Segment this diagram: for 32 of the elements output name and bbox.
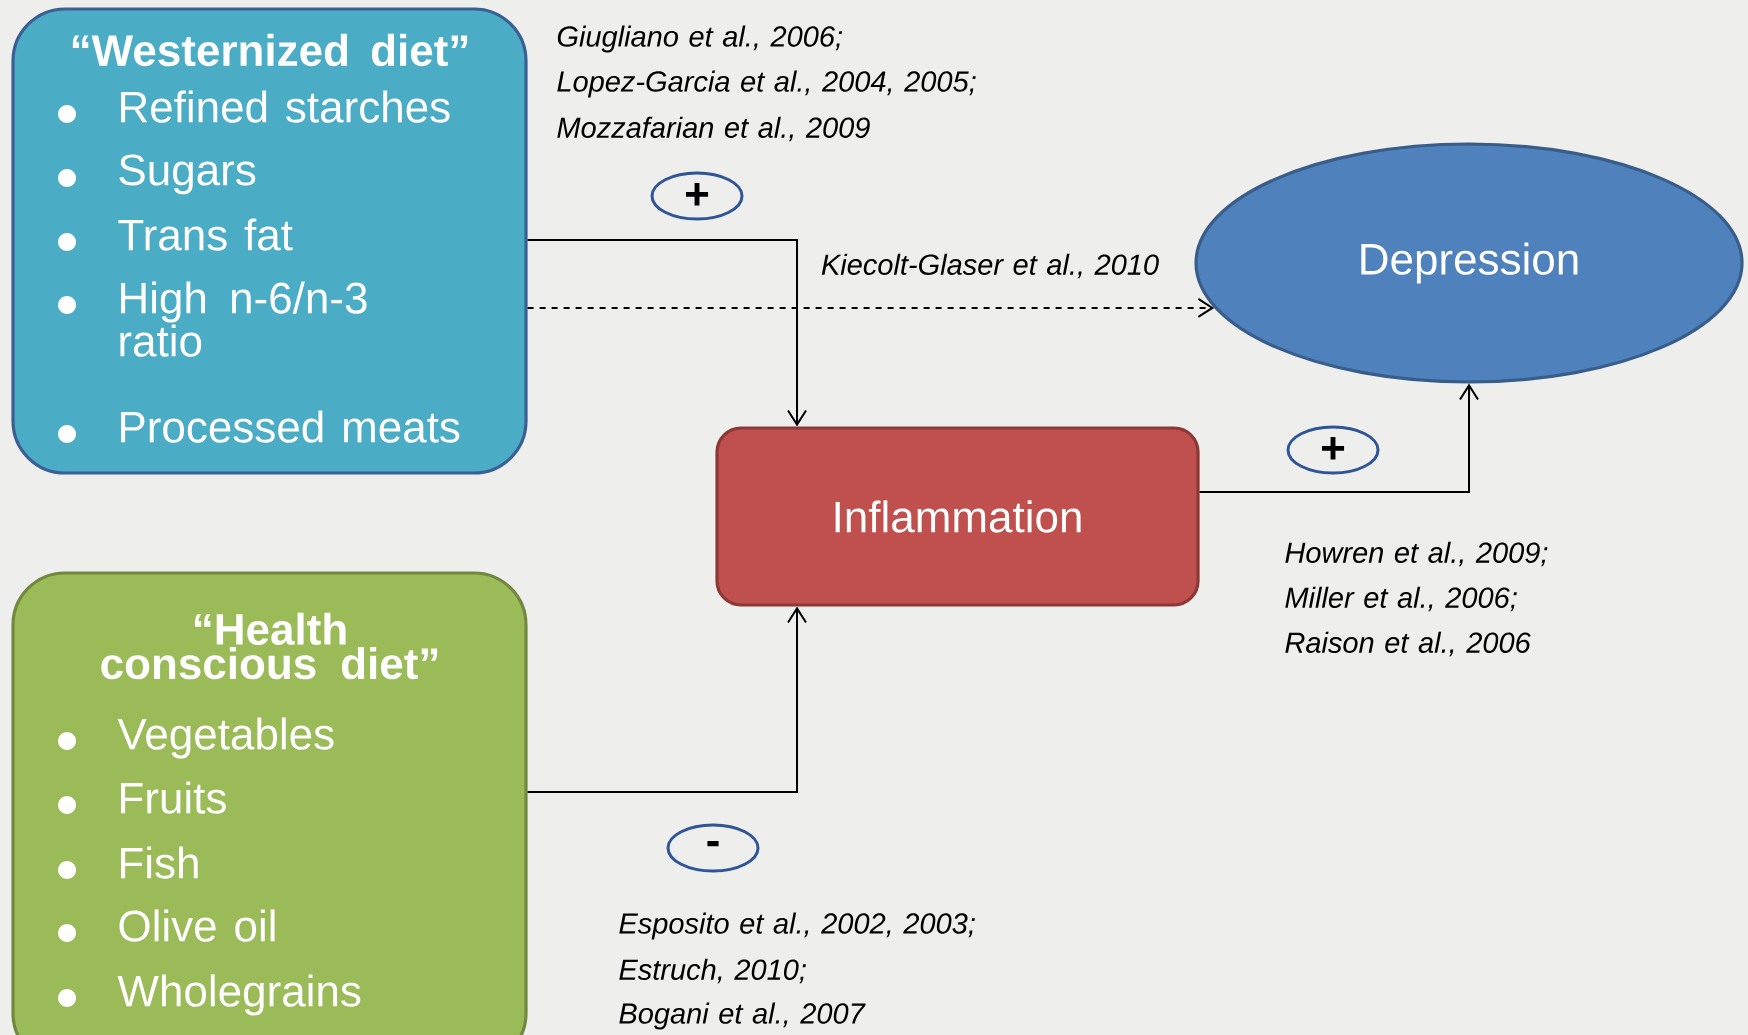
list-item: Processed meats [121, 410, 460, 443]
edge-label: Kiecolt-Glaser et al., 2010 [818, 251, 1162, 281]
list-item: Refined starches [121, 90, 450, 123]
list-item: Sugars [119, 154, 256, 195]
citation: Bogani et al., 2007 [619, 1002, 866, 1030]
sign-oval: + [1286, 425, 1380, 475]
citation: Miller et al., 2006; [1285, 586, 1517, 612]
sign-oval: - [666, 823, 760, 873]
citation: Giugliano et al., 2006; [557, 25, 843, 53]
diet-panel [11, 7, 528, 475]
sign-oval: + [650, 171, 744, 221]
list-item: Olive oil [119, 909, 275, 942]
process-box: Inflammation [715, 426, 1200, 607]
panel-heading: “Westernized diet” [72, 33, 468, 67]
citation: Mozzafarian et al., 2009 [557, 116, 870, 142]
citation: Estruch, 2010; [619, 958, 806, 984]
list-item: Fish [121, 846, 198, 879]
list-item: Vegetables [117, 717, 334, 759]
citation: Howren et al., 2009; [1285, 541, 1548, 567]
arrow [526, 606, 807, 793]
arrow [526, 297, 1215, 318]
list-item: Fruits [121, 781, 226, 814]
panel-heading: “Health conscious diet” [101, 612, 438, 680]
list-item: Wholegrains [117, 974, 361, 1016]
citation: Lopez-Garcia et al., 2004, 2005; [557, 70, 976, 98]
list-item: Trans fat [118, 218, 293, 251]
citation: Raison et al., 2006 [1285, 631, 1531, 657]
arrow [526, 239, 807, 427]
arrow [1198, 383, 1479, 493]
list-item: High n-6/n-3 ratio [120, 281, 367, 357]
diet-panel [11, 571, 528, 1035]
citation: Esposito et al., 2002, 2003; [619, 912, 975, 940]
